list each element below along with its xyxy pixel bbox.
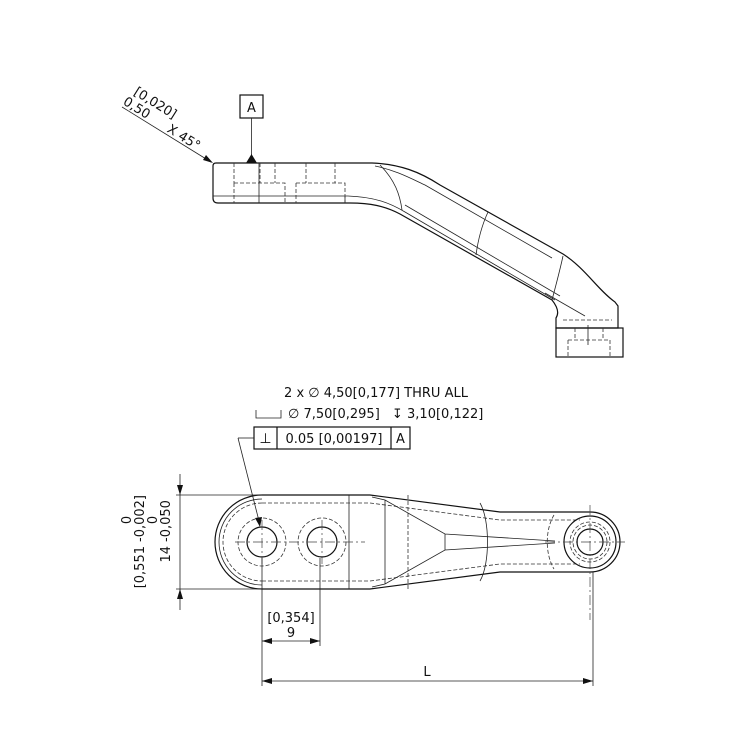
length-label: L	[423, 665, 431, 680]
spacing-mm: 9	[287, 626, 295, 641]
counterbore-icon	[255, 410, 282, 419]
spacing-inch: [0,354]	[267, 611, 314, 626]
datum-triangle-icon	[246, 154, 257, 163]
datum-a-symbol: A	[239, 94, 264, 163]
datum-label: A	[247, 101, 256, 116]
counterbore-note: ∅ 7,50[0,295]	[288, 407, 380, 422]
chamfer-angle: X 45°	[164, 122, 203, 154]
hole-thru-note: 2 x ∅ 4,50[0,177] THRU ALL	[284, 386, 469, 401]
fcf-tolerance: 0.05 [0,00197]	[286, 432, 383, 447]
fcf-datum: A	[396, 432, 405, 447]
length-dimension: L	[262, 572, 594, 686]
width-dimension: 14 0 -0,050 [0,551 0 -0,002]	[120, 474, 262, 610]
width-mm-tol-upper: 0	[146, 516, 161, 524]
perpendicularity-icon: ⊥	[259, 431, 271, 447]
feature-control-frame: ⊥ 0.05 [0,00197] A	[237, 426, 411, 527]
hole-spacing-dimension: [0,354] 9	[261, 558, 321, 686]
hole-callout: 2 x ∅ 4,50[0,177] THRU ALL ∅ 7,50[0,295]…	[255, 386, 483, 422]
width-inch-tol-lower: -0,002]	[133, 495, 148, 542]
width-inch: [0,551	[133, 546, 148, 588]
depth-note: ↧ 3,10[0,122]	[392, 407, 483, 422]
arrowhead-icon	[203, 155, 213, 163]
top-view-part	[214, 494, 625, 620]
width-inch-tol-upper: 0	[120, 516, 135, 524]
chamfer-callout: [0,020] 0,50 X 45°	[120, 85, 213, 163]
width-mm-tol-lower: -0,050	[159, 500, 174, 542]
side-view-part	[212, 162, 624, 358]
width-mm: 14	[159, 546, 174, 563]
